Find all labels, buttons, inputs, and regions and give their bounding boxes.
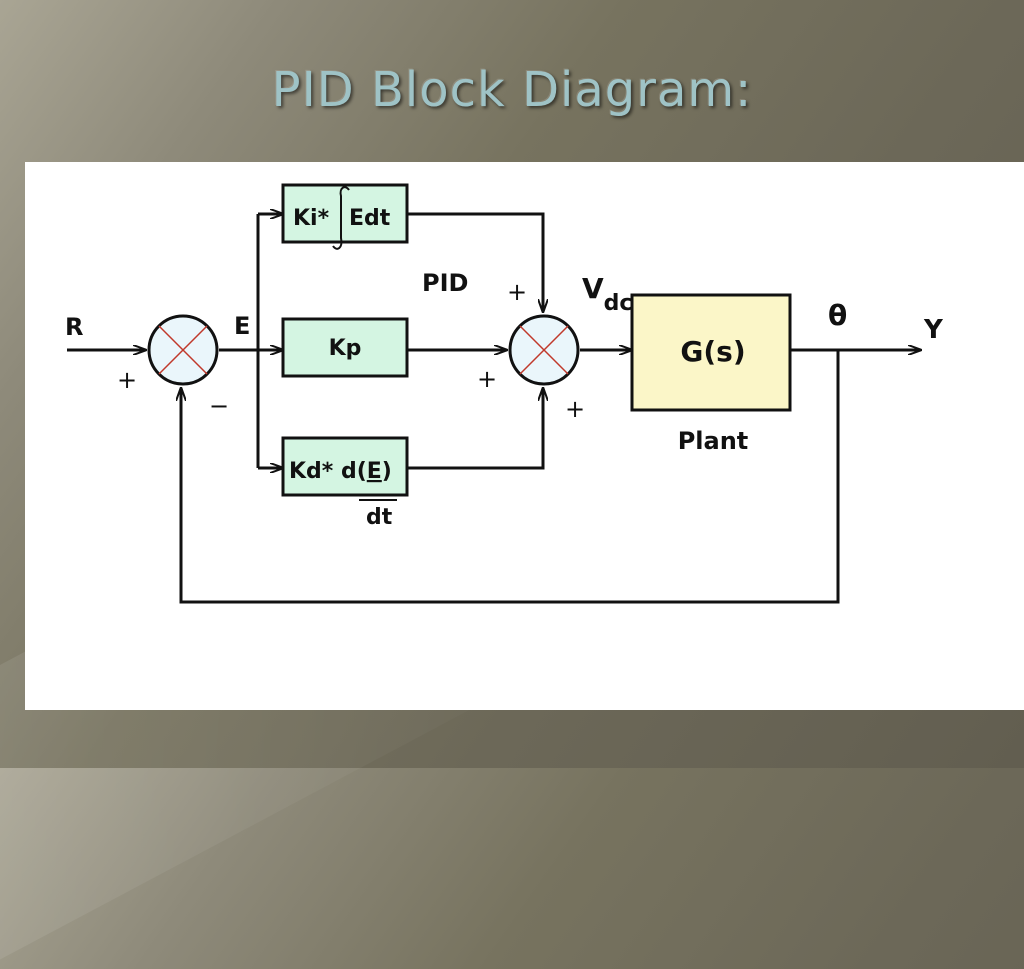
pid-block-diagram: Ki* Edt Kp Kd* d(E) dt G(s) Plant R E PI… (65, 183, 944, 604)
feedback-line (181, 350, 840, 604)
derivative-output-line (407, 388, 543, 470)
integral-gain-text: Ki* (293, 206, 330, 231)
sum2-top-plus-sign: + (507, 278, 527, 306)
integral-output-line (407, 212, 543, 312)
integral-sign-icon (332, 186, 350, 250)
slide-title: PID Block Diagram: (271, 62, 753, 118)
derivative-denominator-text: dt (366, 505, 393, 530)
vdc-label: Vdc (582, 272, 632, 316)
plant-caption: Plant (678, 427, 749, 455)
input-label: R (65, 313, 83, 341)
pid-label: PID (422, 269, 468, 297)
sum1-plus-sign: + (117, 366, 137, 394)
proportional-gain-text: Kp (329, 336, 362, 361)
diagram-panel: Ki* Edt Kp Kd* d(E) dt G(s) Plant R E PI… (25, 162, 1024, 710)
summing-junction-2 (508, 314, 580, 386)
error-label: E (234, 312, 250, 340)
derivative-block: Kd* d(E) dt (281, 436, 409, 530)
output-label: Y (923, 315, 944, 345)
sum2-left-plus-sign: + (477, 365, 497, 393)
sum1-minus-sign: − (209, 392, 229, 420)
summing-junction-1 (147, 314, 219, 386)
integral-expression-text: Edt (349, 206, 391, 231)
theta-label: θ (828, 299, 847, 332)
integral-block: Ki* Edt (281, 183, 409, 250)
proportional-block: Kp (281, 317, 409, 378)
sum2-bottom-plus-sign: + (565, 395, 585, 423)
signal-lines (67, 212, 921, 604)
derivative-expression-text: Kd* d(E) (289, 459, 392, 484)
plant-block: G(s) (630, 293, 792, 412)
plant-transfer-function: G(s) (680, 335, 745, 368)
